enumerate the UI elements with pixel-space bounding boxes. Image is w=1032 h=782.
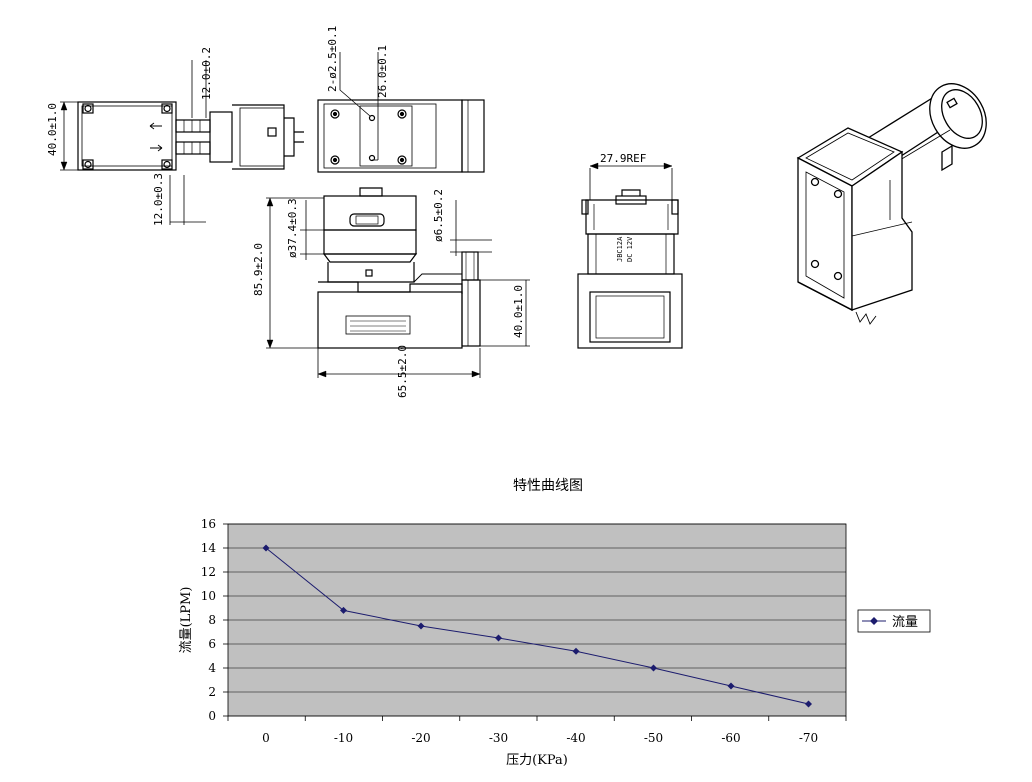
data-point bbox=[495, 634, 502, 642]
x-tick-label: -50 bbox=[644, 731, 663, 745]
top-view-bottom-dim: 12.0±0.3 bbox=[152, 173, 165, 226]
y-tick-label: 6 bbox=[208, 637, 216, 651]
y-tick-label: 10 bbox=[201, 589, 216, 603]
hole-dim: 2-ø2.5±0.1 bbox=[326, 26, 339, 92]
diameter-dim: ø37.4±0.3 bbox=[286, 198, 299, 258]
front-top-drawing bbox=[317, 52, 485, 173]
y-tick-label: 2 bbox=[208, 685, 216, 699]
x-tick-label: -10 bbox=[334, 731, 353, 745]
y-tick-label: 0 bbox=[208, 709, 216, 723]
side-label-line2: DC 12V bbox=[626, 236, 634, 262]
data-point bbox=[727, 682, 735, 690]
x-tick-label: -30 bbox=[489, 731, 508, 745]
body-dim: 40.0±1.0 bbox=[512, 285, 525, 338]
top-view-width-dim: 40.0±1.0 bbox=[46, 103, 59, 156]
isometric-drawing bbox=[796, 83, 987, 325]
front-view-drawing bbox=[266, 187, 530, 378]
x-tick-label: 0 bbox=[262, 731, 270, 745]
series-flow bbox=[262, 544, 812, 708]
data-point bbox=[805, 700, 812, 708]
top-view-top-dim: 12.0±0.2 bbox=[200, 47, 213, 100]
x-tick-label: -70 bbox=[799, 731, 818, 745]
hole-spacing-dim: 26.0±0.1 bbox=[376, 45, 389, 98]
x-axis-label: 压力(KPa) bbox=[506, 753, 568, 768]
y-tick-labels: 0 2 4 6 8 10 12 14 16 bbox=[201, 517, 217, 723]
y-tick-label: 8 bbox=[208, 613, 216, 627]
data-point bbox=[262, 544, 270, 552]
length-dim: 65.5±2.0 bbox=[396, 345, 409, 398]
data-point bbox=[340, 606, 347, 614]
y-tick-label: 14 bbox=[201, 541, 217, 555]
y-tick-label: 12 bbox=[201, 565, 216, 579]
chart-title: 特性曲线图 bbox=[513, 478, 583, 494]
series-line bbox=[265, 547, 809, 705]
x-tick-label: -20 bbox=[411, 731, 430, 745]
y-tick-label: 4 bbox=[208, 661, 216, 675]
x-tick-label: -40 bbox=[566, 731, 585, 745]
data-point bbox=[572, 647, 580, 655]
y-tick-label: 16 bbox=[201, 517, 216, 531]
x-tick-label: -60 bbox=[721, 731, 740, 745]
y-axis-label: 流量(LPM) bbox=[179, 587, 194, 654]
side-label-line1: JBC12A bbox=[616, 236, 624, 262]
data-point bbox=[650, 664, 657, 672]
legend-box bbox=[857, 609, 931, 633]
side-view-drawing bbox=[577, 162, 683, 349]
technical-drawings: 40.0±1.0 12.0±0.2 12.0±0.3 2-ø2.5±0.1 26… bbox=[46, 26, 987, 398]
height-dim: 85.9±2.0 bbox=[252, 243, 265, 296]
ref-dim: 27.9REF bbox=[600, 152, 646, 165]
legend-marker bbox=[870, 617, 878, 625]
legend-label: 流量 bbox=[892, 615, 918, 630]
characteristic-chart: 特性曲线图 0 2 4 6 8 10 12 14 16 0 -10 -20 -30 -40 -50 -60 -… bbox=[179, 478, 931, 768]
gridlines bbox=[223, 523, 847, 721]
x-tick-labels: 0 -10 -20 -30 -40 -50 -60 -70 bbox=[262, 731, 818, 745]
top-view-drawing bbox=[60, 60, 304, 225]
data-point bbox=[417, 622, 425, 630]
legend: 流量 bbox=[857, 609, 931, 633]
nozzle-dim: ø6.5±0.2 bbox=[432, 189, 445, 242]
